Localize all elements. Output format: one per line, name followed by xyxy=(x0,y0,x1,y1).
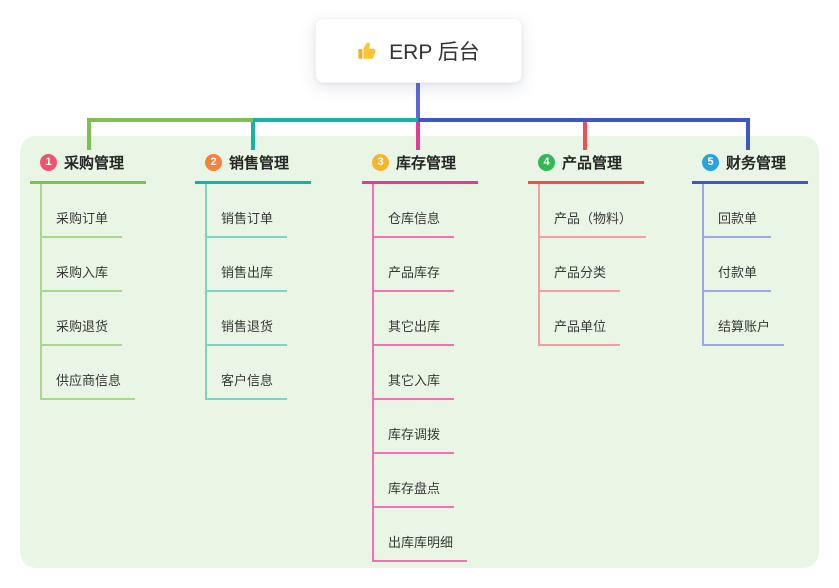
branch-children: 仓库信息 产品库存 其它出库 其它入库 库存调拨 库存盘点 出库库明细 xyxy=(372,184,468,562)
branch-node-inventory[interactable]: 3 库存管理 xyxy=(362,150,478,184)
child-row: 产品单位 xyxy=(540,292,646,346)
child-node[interactable]: 采购订单 xyxy=(42,208,123,238)
child-row: 仓库信息 xyxy=(374,184,467,238)
branch-children: 销售订单 销售出库 销售退货 客户信息 xyxy=(205,184,288,400)
child-node[interactable]: 产品库存 xyxy=(374,262,455,292)
root-node-label: ERP 后台 xyxy=(389,40,480,64)
branch-number-badge: 2 xyxy=(205,154,222,171)
branch-title: 产品管理 xyxy=(562,155,623,172)
child-node[interactable]: 销售退货 xyxy=(207,316,288,346)
branch-title: 采购管理 xyxy=(64,155,125,172)
branch-number-badge: 5 xyxy=(702,154,719,171)
child-row: 结算账户 xyxy=(704,292,785,346)
child-row: 回款单 xyxy=(704,184,784,238)
branch-sales: 2 销售管理 销售订单 销售出库 销售退货 客户信息 xyxy=(195,150,311,400)
child-node[interactable]: 库存调拨 xyxy=(374,424,455,454)
child-row: 销售出库 xyxy=(207,238,288,292)
branch-inventory: 3 库存管理 仓库信息 产品库存 其它出库 其它入库 库存调拨 库存盘点 出库库… xyxy=(362,150,478,562)
child-row: 其它入库 xyxy=(374,346,467,400)
child-row: 产品库存 xyxy=(374,238,467,292)
child-row: 采购退货 xyxy=(42,292,135,346)
child-node[interactable]: 其它出库 xyxy=(374,316,455,346)
child-row: 供应商信息 xyxy=(42,346,136,400)
child-node[interactable]: 供应商信息 xyxy=(42,370,136,400)
branch-children: 采购订单 采购入库 采购退货 供应商信息 xyxy=(40,184,136,400)
child-row: 出库库明细 xyxy=(374,508,468,562)
child-node[interactable]: 结算账户 xyxy=(704,316,785,346)
branch-title: 销售管理 xyxy=(229,155,290,172)
child-node[interactable]: 产品（物料） xyxy=(540,208,647,238)
branch-title: 财务管理 xyxy=(726,155,787,172)
branch-number-badge: 3 xyxy=(372,154,389,171)
branch-number-badge: 1 xyxy=(40,154,57,171)
child-row: 采购入库 xyxy=(42,238,135,292)
branch-title: 库存管理 xyxy=(396,155,457,172)
child-node[interactable]: 采购退货 xyxy=(42,316,123,346)
child-row: 产品分类 xyxy=(540,238,646,292)
child-node[interactable]: 客户信息 xyxy=(207,370,288,400)
child-row: 销售订单 xyxy=(207,184,288,238)
branch-number-badge: 4 xyxy=(538,154,555,171)
branch-node-finance[interactable]: 5 财务管理 xyxy=(692,150,808,184)
root-node[interactable]: ERP 后台 xyxy=(315,18,522,83)
branch-node-purchase[interactable]: 1 采购管理 xyxy=(30,150,146,184)
child-row: 采购订单 xyxy=(42,184,135,238)
child-row: 销售退货 xyxy=(207,292,288,346)
child-node[interactable]: 其它入库 xyxy=(374,370,455,400)
child-row: 库存调拨 xyxy=(374,400,467,454)
branch-purchase: 1 采购管理 采购订单 采购入库 采购退货 供应商信息 xyxy=(30,150,146,400)
child-node[interactable]: 采购入库 xyxy=(42,262,123,292)
child-node[interactable]: 库存盘点 xyxy=(374,478,455,508)
child-node[interactable]: 产品分类 xyxy=(540,262,621,292)
branch-children: 回款单 付款单 结算账户 xyxy=(702,184,785,346)
branch-product: 4 产品管理 产品（物料） 产品分类 产品单位 xyxy=(528,150,647,346)
child-node[interactable]: 销售出库 xyxy=(207,262,288,292)
branch-node-product[interactable]: 4 产品管理 xyxy=(528,150,644,184)
child-row: 付款单 xyxy=(704,238,784,292)
child-row: 产品（物料） xyxy=(540,184,647,238)
child-node[interactable]: 付款单 xyxy=(704,262,772,292)
thumbs-up-icon xyxy=(357,40,379,62)
child-node[interactable]: 销售订单 xyxy=(207,208,288,238)
child-node[interactable]: 仓库信息 xyxy=(374,208,455,238)
child-node[interactable]: 产品单位 xyxy=(540,316,621,346)
child-node[interactable]: 出库库明细 xyxy=(374,532,468,562)
branch-node-sales[interactable]: 2 销售管理 xyxy=(195,150,311,184)
child-row: 其它出库 xyxy=(374,292,467,346)
child-node[interactable]: 回款单 xyxy=(704,208,772,238)
mindmap-panel xyxy=(20,136,819,568)
child-row: 库存盘点 xyxy=(374,454,467,508)
child-row: 客户信息 xyxy=(207,346,288,400)
branch-children: 产品（物料） 产品分类 产品单位 xyxy=(538,184,647,346)
branch-finance: 5 财务管理 回款单 付款单 结算账户 xyxy=(692,150,808,346)
